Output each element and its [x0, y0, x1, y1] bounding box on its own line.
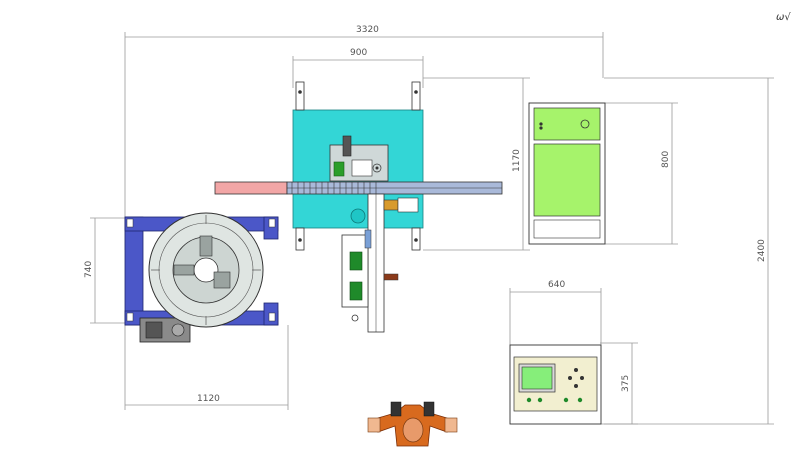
cross-beam [214, 181, 503, 195]
gantry-unit [292, 81, 424, 251]
dim-overall-width: 3320 [356, 25, 379, 35]
dim-control-box-width: 640 [548, 280, 565, 290]
dim-positioner-depth: 740 [84, 261, 94, 278]
control-box [509, 344, 602, 425]
electric-cabinet [528, 102, 606, 245]
torch-arm [341, 193, 419, 333]
dim-gantry-depth: 1170 [512, 149, 522, 172]
dimension-lines [90, 32, 774, 425]
dim-control-box-depth: 375 [621, 375, 631, 392]
operator-figure [367, 401, 458, 447]
dim-positioner-width: 1120 [197, 394, 220, 404]
dim-gantry-width: 900 [350, 48, 367, 58]
dim-overall-depth: 2400 [757, 239, 767, 262]
dim-cabinet-depth: 800 [661, 151, 671, 168]
corner-mark: ω√ [776, 12, 791, 23]
welding-positioner [124, 212, 279, 343]
